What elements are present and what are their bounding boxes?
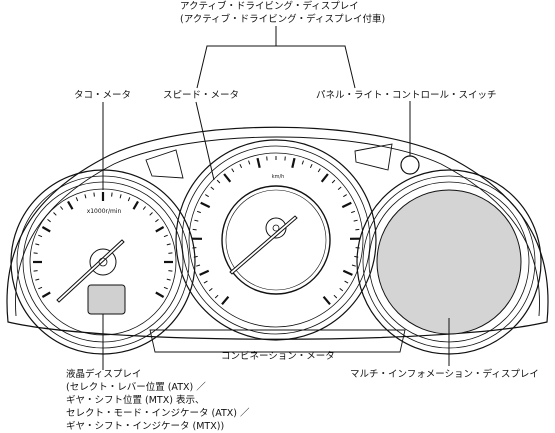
- tachometer-minor-tick: [155, 219, 158, 221]
- tachometer-minor-tick: [35, 279, 39, 280]
- tachometer-minor-tick: [120, 194, 121, 198]
- tachometer-minor-tick: [38, 235, 42, 237]
- active-display-title: アクティブ・ドライビング・ディスプレイ: [180, 0, 385, 13]
- tachometer-minor-tick: [38, 287, 42, 289]
- panel-light-switch: [401, 156, 419, 174]
- speedometer-minor-tick: [217, 180, 220, 183]
- speedometer-leader: [196, 102, 214, 180]
- speedometer-major-tick: [201, 203, 210, 207]
- lcd-label-line-2: (セレクト・レバー位置 (ATX) ／: [66, 381, 250, 394]
- lcd-display: [88, 285, 125, 314]
- speedometer-major-tick: [324, 297, 330, 305]
- left-louver: [146, 150, 183, 178]
- tachometer-minor-tick: [164, 235, 168, 237]
- speedometer-minor-tick: [197, 211, 201, 212]
- tachometer-minor-tick: [167, 244, 171, 245]
- lcd-label-line-3: ギヤ・シフト位置 (MTX) 表示、: [66, 394, 250, 407]
- tachometer-minor-tick: [76, 197, 78, 201]
- tachometer-minor-tick: [60, 207, 62, 210]
- speedometer-unit-label: km/h: [272, 174, 285, 180]
- tachometer-major-tick: [42, 227, 50, 232]
- tachometer-major-tick: [134, 201, 139, 209]
- speedometer: km/h: [176, 140, 376, 340]
- tachometer-unit-label: x1000r/min: [87, 208, 122, 215]
- tachometer-minor-tick: [167, 279, 171, 280]
- speedometer-major-tick: [200, 271, 209, 275]
- speedometer-major-tick: [342, 203, 351, 207]
- combination-meter-label: コンビネーション・メータ: [221, 350, 335, 363]
- speedometer-minor-tick: [215, 295, 218, 298]
- tachometer-minor-tick: [143, 207, 145, 210]
- lcd-label-line-4: セレクト・モード・インジケータ (ATX) ／: [66, 407, 250, 420]
- speedometer-minor-tick: [352, 265, 356, 266]
- tachometer-minor-tick: [94, 193, 95, 197]
- speedometer-minor-tick: [345, 281, 349, 283]
- active-display-note: (アクティブ・ドライビング・ディスプレイ付車): [180, 13, 385, 26]
- lcd-label-line-1: 液晶ディスプレイ: [66, 368, 250, 381]
- speedometer-minor-tick: [232, 169, 234, 172]
- speedometer-minor-tick: [196, 265, 200, 266]
- cluster-bottom-strip: [150, 330, 405, 352]
- speedometer-minor-tick: [249, 161, 250, 165]
- tachometer-minor-tick: [54, 213, 57, 216]
- speedometer-minor-tick: [302, 161, 303, 165]
- tachometer-minor-tick: [168, 253, 172, 254]
- speedometer-minor-tick: [211, 187, 214, 190]
- multi-info-display-label: マルチ・インフォメーション・ディスプレイ: [350, 368, 539, 381]
- speedometer-minor-tick: [340, 288, 343, 291]
- speedometer-minor-tick: [332, 180, 335, 183]
- speedometer-minor-tick: [193, 229, 197, 230]
- tachometer-major-tick: [156, 293, 164, 298]
- speedometer-minor-tick: [343, 195, 346, 197]
- speedometer-major-tick: [258, 158, 260, 168]
- speedometer-minor-tick: [205, 195, 208, 197]
- tachometer-minor-tick: [112, 193, 113, 197]
- speedometer-minor-tick: [354, 220, 358, 221]
- speedometer-minor-tick: [310, 164, 312, 168]
- speedometer-minor-tick: [204, 281, 208, 283]
- tachometer-label: タコ・メータ: [74, 89, 131, 102]
- speedometer-minor-tick: [338, 187, 341, 190]
- tachometer-minor-tick: [34, 271, 38, 272]
- speedometer-minor-tick: [209, 288, 212, 291]
- speedometer-needle: [230, 216, 297, 274]
- speedometer-label: スピード・メータ: [163, 89, 239, 102]
- lcd-display-label: 液晶ディスプレイ (セレクト・レバー位置 (ATX) ／ ギヤ・シフト位置 (M…: [66, 368, 250, 433]
- tachometer-major-tick: [156, 227, 164, 232]
- tachometer-minor-tick: [164, 287, 168, 289]
- speedometer-minor-tick: [351, 211, 355, 212]
- speedometer-major-tick: [343, 271, 352, 275]
- lcd-label-line-5: ギヤ・シフト・インジケータ (MTX)): [66, 420, 250, 433]
- speedometer-minor-tick: [194, 220, 198, 221]
- speedometer-minor-tick: [240, 164, 242, 168]
- speedometer-major-tick: [322, 174, 328, 182]
- speedometer-major-tick: [222, 297, 228, 305]
- tachometer-minor-tick: [128, 197, 130, 201]
- speedometer-minor-tick: [355, 229, 359, 230]
- tachometer-minor-tick: [85, 194, 86, 198]
- tachometer-minor-tick: [168, 271, 172, 272]
- tachometer-minor-tick: [35, 244, 39, 245]
- active-display-label: アクティブ・ドライビング・ディスプレイ (アクティブ・ドライビング・ディスプレイ…: [180, 0, 385, 26]
- panel-light-switch-label: パネル・ライト・コントロール・スイッチ: [316, 89, 497, 102]
- tachometer-minor-tick: [34, 253, 38, 254]
- tachometer-minor-tick: [150, 213, 153, 216]
- active-display-bracket: [197, 46, 355, 88]
- tachometer-minor-tick: [48, 219, 51, 221]
- tachometer-major-tick: [68, 201, 73, 209]
- speedometer-minor-tick: [334, 295, 337, 298]
- tachometer-major-tick: [42, 293, 50, 298]
- speedometer-major-tick: [292, 158, 294, 168]
- right-louver: [355, 144, 392, 170]
- speedometer-minor-tick: [318, 169, 320, 172]
- speedometer-major-tick: [224, 174, 230, 182]
